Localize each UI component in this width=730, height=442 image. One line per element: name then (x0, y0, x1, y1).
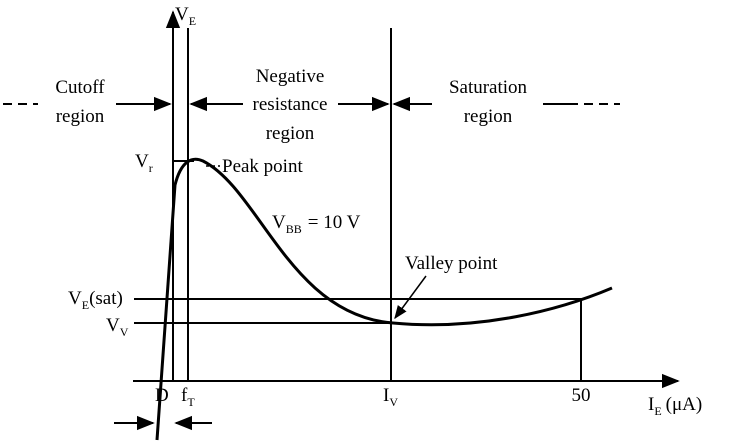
negative-label-line1: Negative (256, 66, 325, 87)
saturation-label-line2: region (464, 106, 513, 127)
valley-point-label: Valley point (405, 253, 498, 274)
negative-label-line2: resistance (253, 94, 328, 115)
valley-pointer (394, 275, 427, 320)
negative-label-line3: region (266, 123, 315, 144)
vv-tick-label: VV (106, 315, 129, 339)
cutoff-label-line1: Cutoff (55, 77, 105, 98)
cutoff-label-line2: region (56, 106, 105, 127)
vbb-label: VBB= 10 V (272, 212, 361, 236)
y-axis-label: VE (175, 4, 196, 28)
vesat-tick-label: VE(sat) (68, 288, 123, 312)
d-tick-label: D (155, 385, 169, 406)
iv-tick-label: IV (383, 385, 398, 409)
characteristic-curve (155, 157, 613, 441)
fifty-tick-label: 50 (572, 385, 591, 406)
saturation-label-line1: Saturation (449, 77, 528, 98)
x-axis-label: IE(μA) (648, 394, 702, 418)
ft-tick-label: fT (181, 385, 195, 409)
peak-point-label: Peak point (222, 156, 303, 177)
vp-tick-label: Vr (135, 151, 153, 175)
